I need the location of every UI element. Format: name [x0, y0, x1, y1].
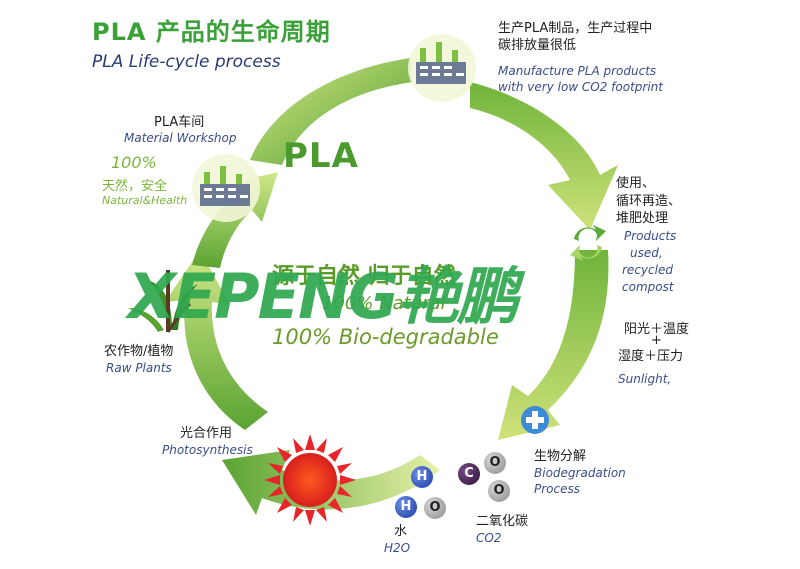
page-subtitle: PLA Life-cycle process [92, 52, 281, 72]
workshop-en: Material Workshop [124, 131, 237, 145]
water-cn: 水 [394, 524, 408, 539]
manufacture-cn-1: 生产PLA制品，生产过程中 [498, 21, 653, 36]
arrow-right [498, 250, 609, 440]
workshop-natural-en: Natural&Health [102, 194, 188, 207]
manufacture-en-1: Manufacture PLA products [498, 64, 657, 78]
factory-icon-top [408, 34, 476, 102]
manufacture-en-2: with very low CO2 footprint [498, 80, 663, 94]
sun-icon [264, 434, 356, 526]
molecule-c: C [458, 463, 480, 485]
biodegradation-cn: 生物分解 [534, 449, 587, 464]
molecule-h-bottom: H [395, 496, 417, 518]
conditions-plus: + [651, 333, 662, 348]
use-en-3: recycled [622, 263, 673, 277]
use-en-4: compost [622, 280, 674, 294]
recycle-icon [570, 225, 606, 261]
water-en: H2O [384, 541, 411, 555]
factory-icon-workshop [192, 154, 260, 222]
molecule-o-water: O [424, 497, 446, 519]
molecule-h-top: H [411, 466, 433, 488]
use-cn-3: 堆肥处理 [616, 211, 669, 226]
plant-icon [128, 270, 198, 333]
use-cn-1: 使用、 [616, 176, 656, 191]
plants-cn: 农作物/植物 [104, 344, 174, 359]
photosynthesis-en: Photosynthesis [162, 443, 253, 457]
workshop-natural-cn: 天然，安全 [102, 179, 168, 194]
arrow-top-left [250, 58, 412, 165]
plants-en: Raw Plants [106, 361, 172, 375]
molecule-o-top: O [484, 452, 506, 474]
conditions-en: Sunlight, [618, 372, 672, 386]
page-title: PLA 产品的生命周期 [92, 18, 331, 46]
photosynthesis-cn: 光合作用 [180, 426, 233, 441]
co2-en: CO2 [476, 531, 502, 545]
conditions-cn-1: 阳光＋温度 [624, 322, 690, 337]
workshop-cn: PLA车间 [154, 115, 205, 130]
use-en-1: Products [624, 229, 677, 243]
manufacture-cn-2: 碳排放量很低 [498, 38, 577, 53]
conditions-cn-2: 湿度＋压力 [618, 349, 684, 364]
biodegradation-cross-icon [521, 406, 549, 434]
use-en-2: used, [630, 246, 663, 260]
center-degradable-en: 100% Bio-degradable [272, 325, 499, 349]
arrow-top-right [470, 82, 618, 230]
molecule-o-bottom: O [488, 480, 510, 502]
biodegradation-en-2: Process [534, 482, 580, 496]
center-pla-label: PLA [283, 136, 359, 176]
watermark-logo: XEPENG艳鹏 [128, 260, 519, 333]
center-slogan-cn: 源于自然 归于自然 [272, 264, 456, 289]
arrow-left [165, 250, 268, 430]
center-natural-en: 100% Natural [322, 293, 446, 314]
workshop-pct: 100% [111, 153, 157, 172]
use-cn-2: 循环再造、 [616, 194, 682, 209]
co2-cn: 二氧化碳 [476, 514, 529, 529]
biodegradation-en-1: Biodegradation [534, 466, 626, 480]
